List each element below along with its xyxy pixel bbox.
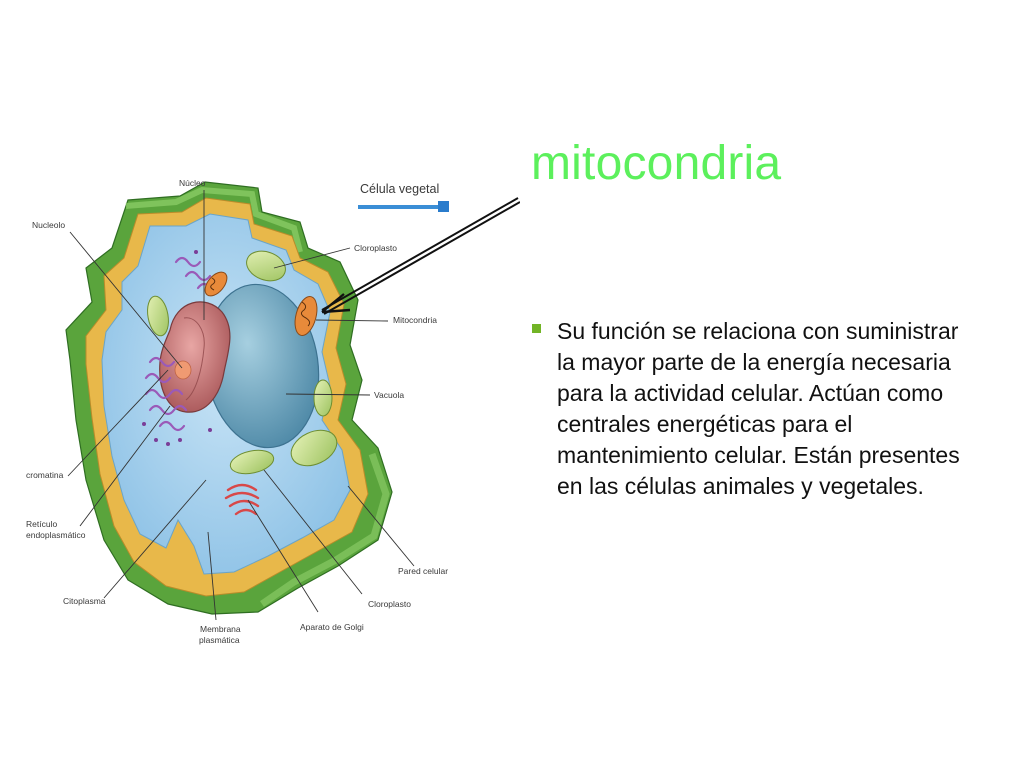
label-nucleo: Núcleo xyxy=(179,178,206,188)
label-reticulo-1: Retículo xyxy=(26,519,57,529)
scale-bar xyxy=(358,205,442,209)
label-mitocondria: Mitocondria xyxy=(393,315,437,325)
label-nucleolo: Nucleolo xyxy=(32,220,65,230)
label-membrana-1: Membrana xyxy=(200,624,241,634)
label-pared-celular: Pared celular xyxy=(398,566,448,576)
chloroplast xyxy=(229,449,275,475)
label-reticulo-2: endoplasmático xyxy=(26,530,86,540)
bullet-item: Su función se relaciona con suministrar … xyxy=(532,316,972,502)
chloroplast xyxy=(147,295,169,337)
nucleus xyxy=(159,301,231,413)
slide-title: mitocondria xyxy=(531,137,782,190)
golgi-apparatus xyxy=(224,483,260,516)
bullet-text: Su función se relaciona con suministrar … xyxy=(557,318,960,499)
label-cloroplasto-top: Cloroplasto xyxy=(354,243,397,253)
label-cromatina: cromatina xyxy=(26,470,64,480)
mitochondrion xyxy=(294,296,318,336)
chloroplast xyxy=(290,429,338,467)
pointer-arrow xyxy=(321,197,520,315)
label-golgi: Aparato de Golgi xyxy=(300,622,364,632)
label-vacuola: Vacuola xyxy=(374,390,404,400)
plant-cell-diagram: Célula vegetal Núcleo Nucleolo Cloroplas… xyxy=(26,178,520,645)
mitochondrion xyxy=(204,271,228,297)
chloroplast xyxy=(246,250,286,282)
label-citoplasma: Citoplasma xyxy=(63,596,106,606)
square-bullet-icon xyxy=(532,324,541,333)
chloroplast xyxy=(313,379,333,417)
diagram-heading: Célula vegetal xyxy=(360,182,439,196)
label-cloroplasto-bottom: Cloroplasto xyxy=(368,599,411,609)
leader-lines xyxy=(67,190,415,621)
nucleolus xyxy=(174,360,192,380)
label-membrana-2: plasmática xyxy=(199,635,240,645)
